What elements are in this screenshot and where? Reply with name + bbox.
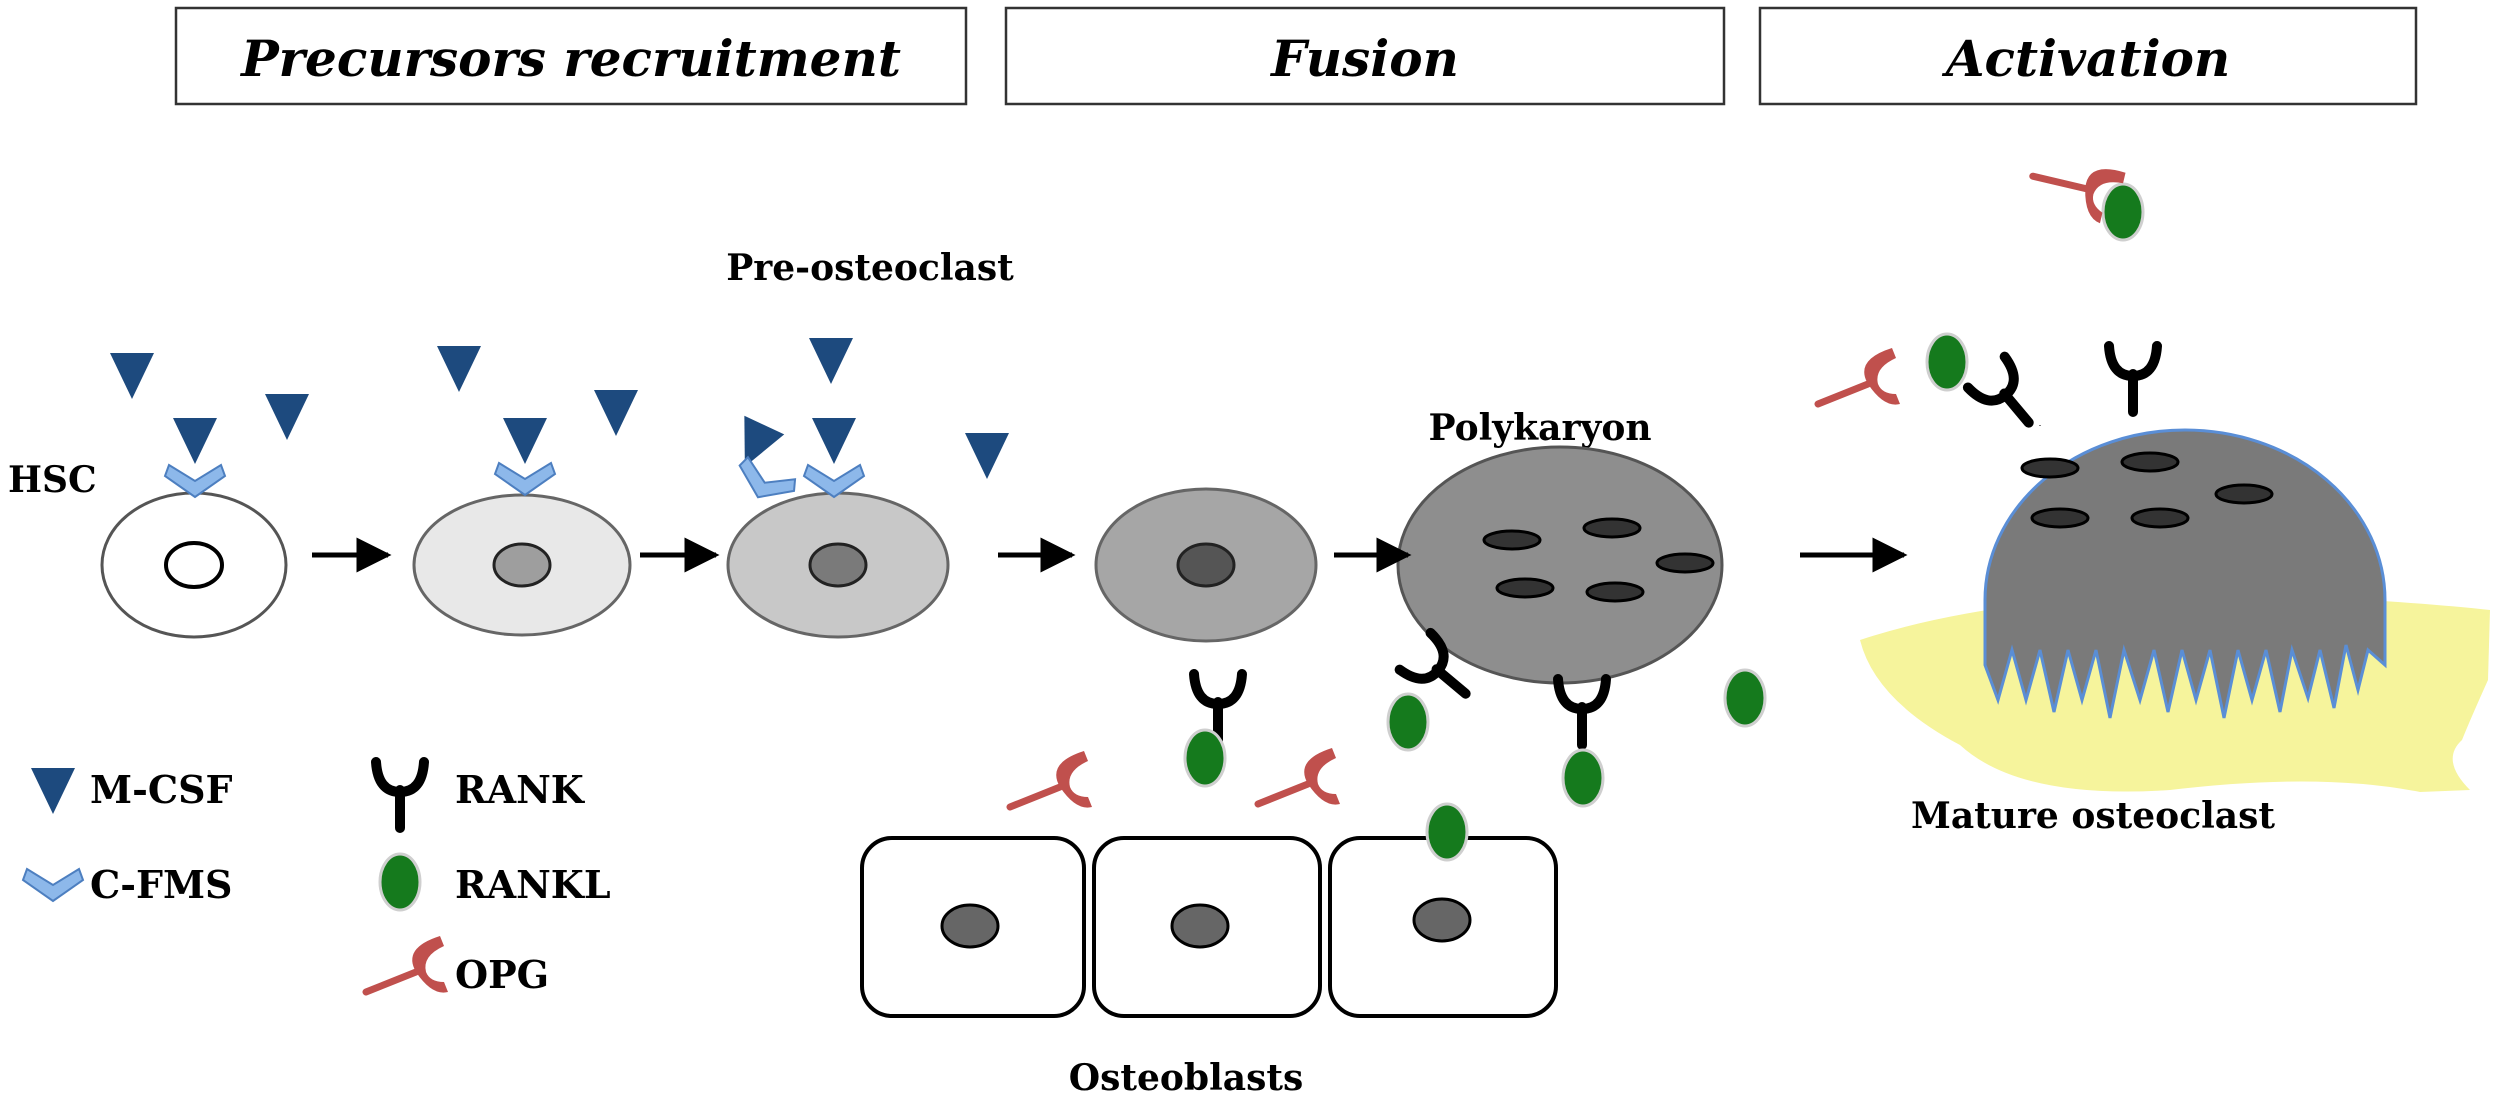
legend-item-opg: OPG	[366, 936, 549, 997]
stage-title-precursors: Precursors recruitment	[239, 29, 901, 88]
hsc-cell	[100, 491, 288, 639]
opg-icon	[1818, 348, 1900, 405]
stage-header-activation: Activation	[1758, 6, 2418, 106]
mature-osteoclast-label: Mature osteoclast	[1911, 795, 2275, 837]
fusing-cell	[1094, 487, 1318, 643]
polykaryon-label: Polykaryon	[1428, 407, 1651, 449]
rankl-icon	[1386, 692, 1430, 752]
stage-header-precursors: Precursors recruitment	[174, 6, 968, 106]
mcsf-icon	[265, 394, 309, 440]
legend-label-rank: RANK	[455, 767, 586, 812]
mcsf-icon	[965, 433, 1009, 479]
opg-icon	[1010, 751, 1092, 808]
polykaryon-cell	[1396, 445, 1724, 685]
cfms-receptor-tilted	[738, 455, 797, 499]
legend-label-mcsf: M-CSF	[90, 767, 233, 812]
opg-icon	[2029, 169, 2126, 224]
pre-osteoclast-label: Pre-osteoclast	[726, 247, 1014, 289]
rankl-icon	[1561, 748, 1605, 808]
rank-receptor-icon	[376, 762, 424, 828]
legend-label-cfms: C-FMS	[90, 862, 233, 907]
hsc-label: HSC	[8, 459, 97, 501]
opg-icon	[366, 936, 448, 993]
stage-header-fusion: Fusion	[1004, 6, 1726, 106]
legend-item-rank: RANK	[376, 762, 586, 828]
mcsf-icon	[812, 418, 856, 464]
rank-receptor-tilted	[1394, 627, 1471, 699]
rankl-icon	[1183, 728, 1227, 788]
mcsf-icon	[809, 338, 853, 384]
osteoblasts-label: Osteoblasts	[1069, 1057, 1304, 1099]
mcsf-icon	[437, 346, 481, 392]
cfms-receptor-icon	[164, 464, 226, 498]
rank-receptor-tilted	[1962, 351, 2034, 428]
mcsf-icon	[173, 418, 217, 464]
rank-receptor-icon	[2109, 346, 2157, 412]
mcsf-icon	[110, 353, 154, 399]
precursor-cell	[412, 493, 632, 637]
rank-receptor-icon	[1558, 679, 1606, 745]
mcsf-icon	[594, 390, 638, 436]
cfms-receptor-icon	[803, 464, 865, 498]
mature-osteoclast-cell	[1983, 428, 2387, 719]
mcsf-icon	[31, 768, 75, 814]
rankl-icon	[2101, 182, 2145, 242]
mcsf-bound-tilted	[744, 415, 785, 467]
legend-item-rankl: RANKL	[378, 852, 611, 912]
legend-label-rankl: RANKL	[455, 862, 611, 907]
osteoblast-cells	[860, 836, 1558, 1018]
rankl-icon	[1723, 668, 1767, 728]
cfms-receptor-icon	[494, 462, 556, 496]
rankl-icon	[1925, 332, 1969, 392]
mcsf-icon	[503, 418, 547, 464]
legend-item-mcsf: M-CSF	[31, 767, 233, 814]
legend: M-CSF C-FMS RANK RANKL OPG	[22, 762, 611, 997]
legend-item-cfms: C-FMS	[22, 862, 233, 907]
legend-label-opg: OPG	[455, 952, 549, 997]
stage-title-activation: Activation	[1942, 29, 2231, 88]
opg-icon	[1258, 748, 1340, 805]
rankl-icon	[378, 852, 422, 912]
pre-osteoclast-cell	[726, 491, 950, 639]
rankl-icon	[1425, 802, 1469, 862]
stage-title-fusion: Fusion	[1269, 29, 1459, 88]
cfms-receptor-icon	[22, 868, 84, 902]
